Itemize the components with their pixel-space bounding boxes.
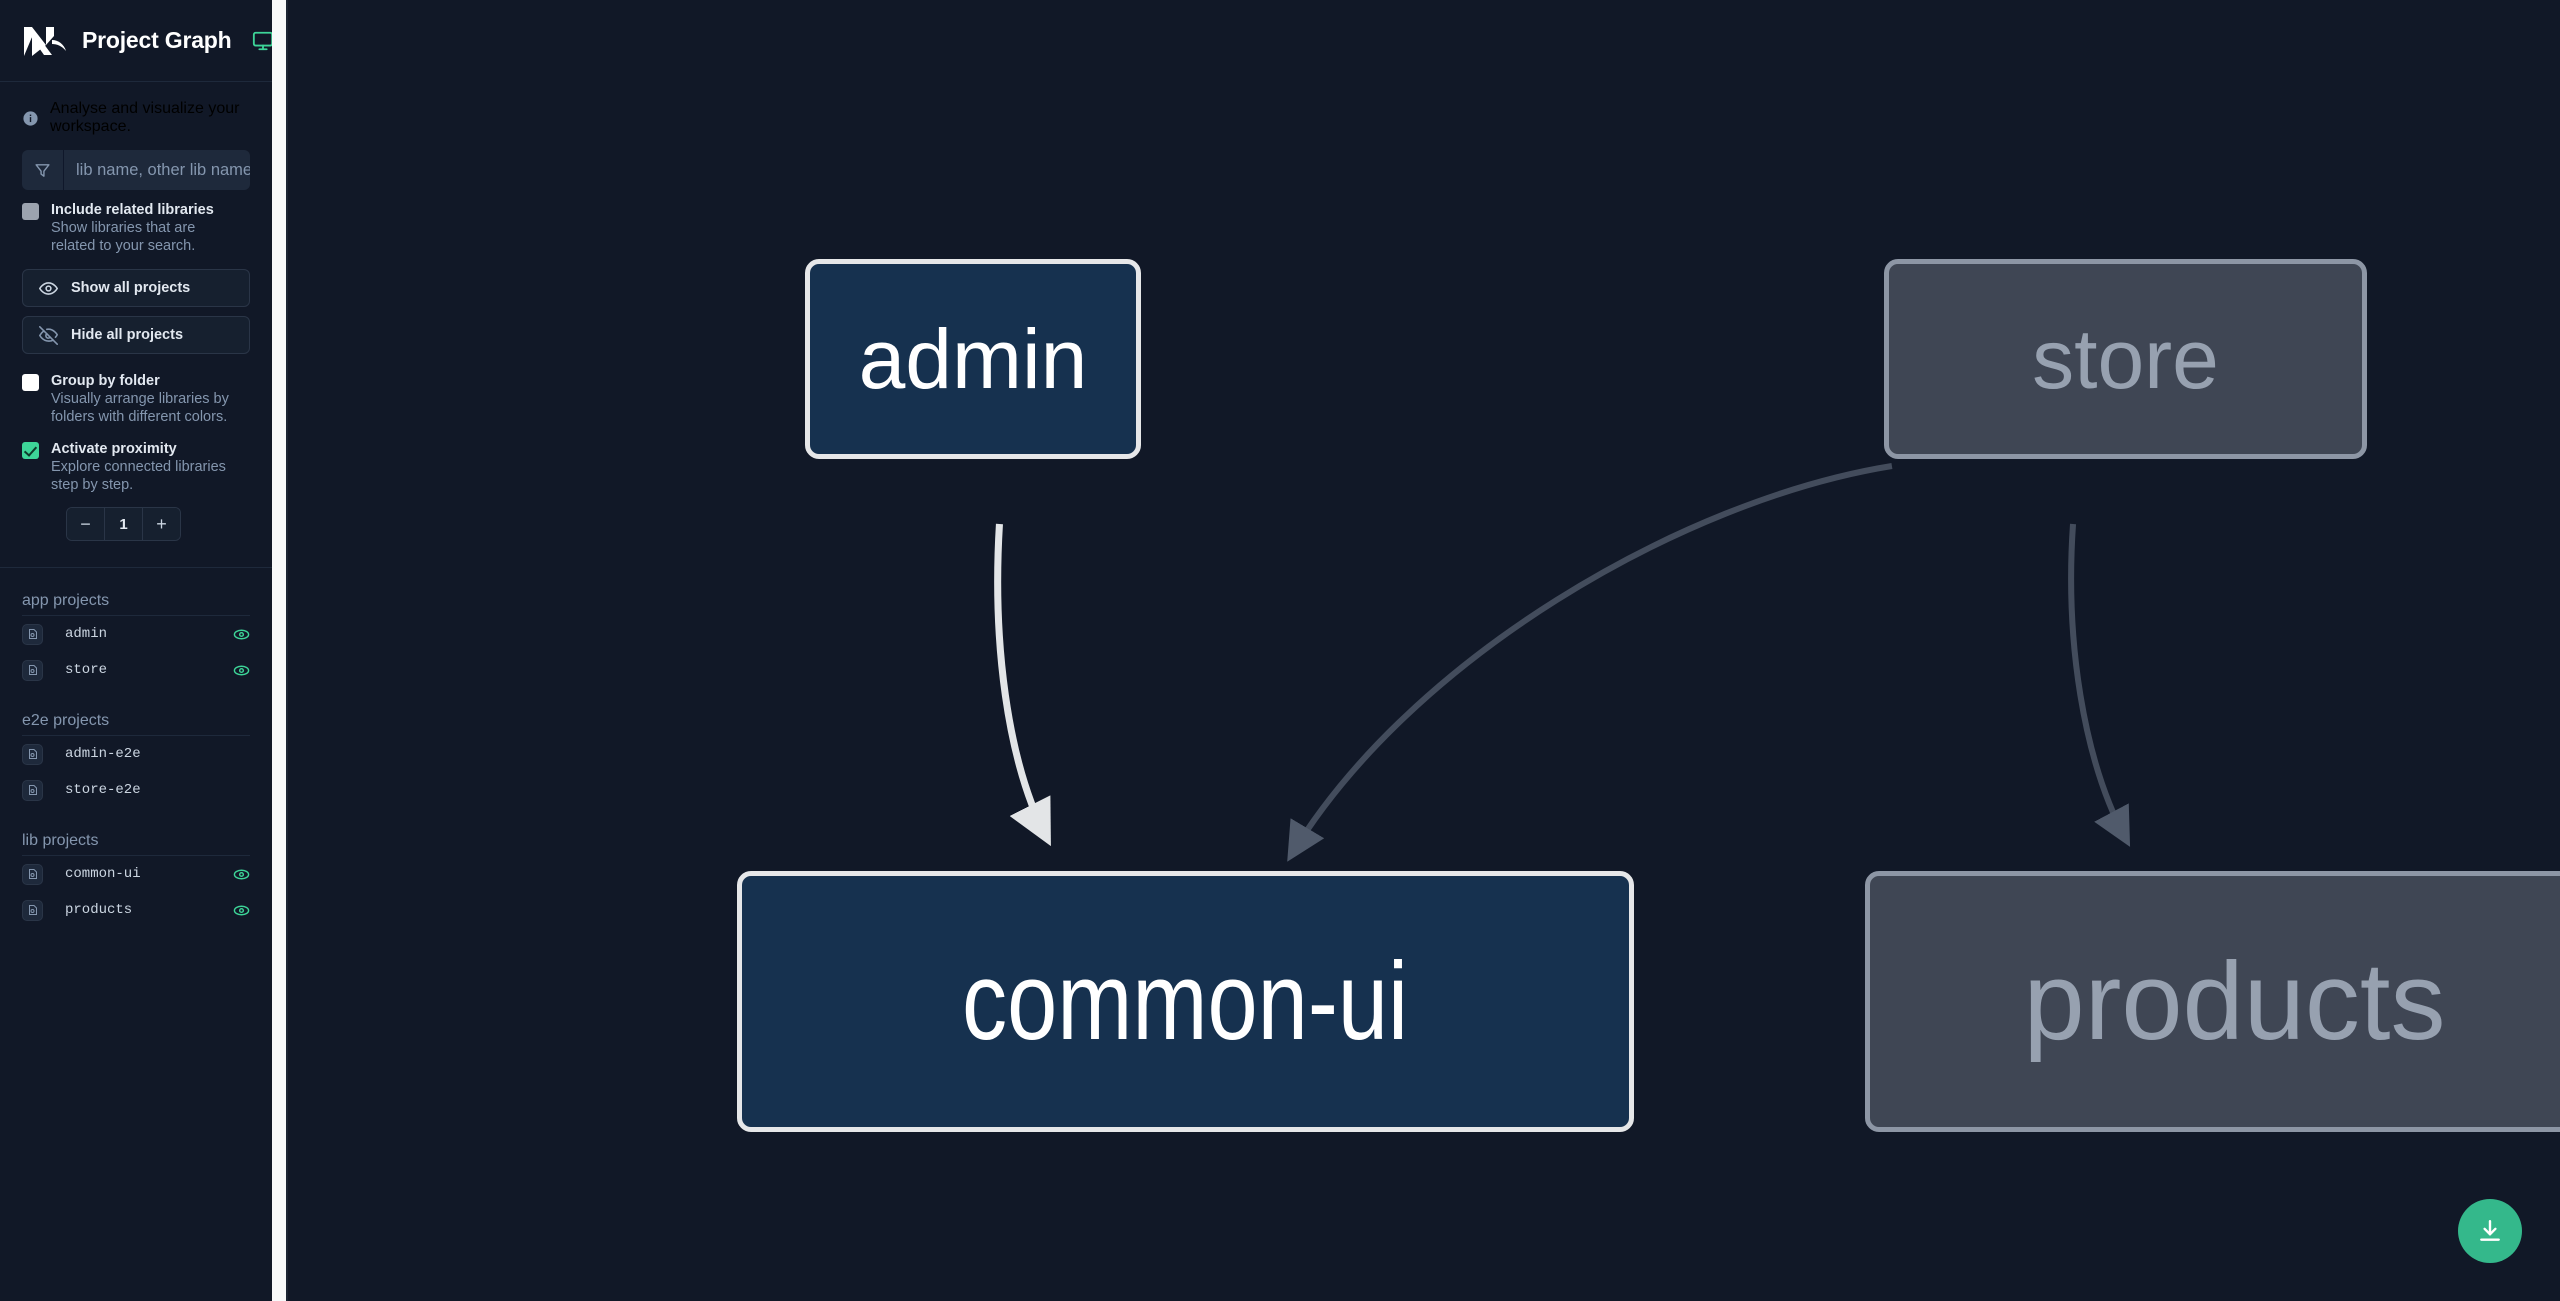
- project-row-common-ui[interactable]: common-ui: [22, 856, 250, 892]
- project-file-icon: [22, 779, 43, 801]
- proximity-stepper[interactable]: − 1 +: [66, 507, 181, 541]
- project-row-admin-e2e[interactable]: admin-e2e: [22, 736, 250, 772]
- show-all-projects-button[interactable]: Show all projects: [22, 269, 250, 307]
- sidebar-divider: [0, 567, 272, 568]
- option-group-by-folder[interactable]: Group by folder Visually arrange librari…: [22, 372, 250, 426]
- show-all-projects-label: Show all projects: [71, 280, 191, 296]
- group-by-folder-description: Visually arrange libraries by folders wi…: [51, 391, 229, 425]
- project-name: store: [65, 662, 108, 678]
- project-group-e2e: e2e projects admin-e2e store-e2e: [0, 688, 272, 808]
- project-name: common-ui: [65, 866, 141, 882]
- project-row-store-e2e[interactable]: store-e2e: [22, 772, 250, 808]
- project-name: admin-e2e: [65, 746, 141, 762]
- graph-node-common-ui[interactable]: common-ui: [737, 871, 1634, 1132]
- project-file-icon: [22, 623, 43, 645]
- search-input[interactable]: [64, 150, 250, 190]
- edge-store-to-products: [2068, 523, 2131, 847]
- download-icon: [2480, 1220, 2500, 1241]
- project-group-title: lib projects: [22, 808, 250, 856]
- project-name: products: [65, 902, 133, 918]
- project-file-icon: [22, 899, 43, 921]
- graph-node-label: products: [2023, 939, 2446, 1063]
- project-visibility-eye-icon[interactable]: [233, 866, 250, 883]
- sidebar: Project Graph Analyse and visualize your…: [0, 0, 272, 1301]
- info-icon: [22, 110, 39, 127]
- project-row-products[interactable]: products: [22, 892, 250, 928]
- graph-edges-layer: [994, 463, 2131, 862]
- include-related-libraries-checkbox[interactable]: [22, 203, 39, 220]
- option-include-related-libraries[interactable]: Include related libraries Show libraries…: [22, 201, 250, 255]
- project-group-title: e2e projects: [22, 688, 250, 736]
- project-name: admin: [65, 626, 108, 642]
- project-file-icon: [22, 743, 43, 765]
- proximity-value: 1: [104, 508, 143, 540]
- graph-canvas[interactable]: admin store common-ui products: [272, 0, 2560, 1301]
- graph-node-label: common-ui: [962, 939, 1409, 1063]
- project-visibility-eye-icon[interactable]: [233, 662, 250, 679]
- project-group-lib: lib projects common-ui products: [0, 808, 272, 928]
- activate-proximity-checkbox[interactable]: [22, 442, 39, 459]
- hide-all-projects-button[interactable]: Hide all projects: [22, 316, 250, 354]
- eye-icon: [39, 281, 58, 295]
- include-related-libraries-label: Include related libraries: [51, 202, 214, 218]
- page-title: Project Graph: [82, 27, 232, 53]
- eye-off-icon: [39, 325, 58, 345]
- graph-node-admin[interactable]: admin: [805, 259, 1141, 459]
- project-group-title: app projects: [22, 568, 250, 616]
- project-group-app: app projects admin store: [0, 568, 272, 688]
- sidebar-header: Project Graph: [0, 0, 272, 82]
- funnel-icon: [22, 150, 64, 190]
- graph-node-label: store: [2032, 312, 2219, 406]
- nx-logo: [22, 22, 68, 60]
- activate-proximity-label: Activate proximity: [51, 441, 177, 457]
- project-visibility-eye-icon[interactable]: [233, 902, 250, 919]
- proximity-increment-button[interactable]: +: [143, 508, 180, 540]
- project-file-icon: [22, 659, 43, 681]
- group-by-folder-checkbox[interactable]: [22, 374, 39, 391]
- edge-store-to-common-ui: [1287, 463, 1893, 862]
- sidebar-scrollbar[interactable]: [272, 0, 286, 1301]
- project-row-store[interactable]: store: [22, 652, 250, 688]
- sidebar-tagline-text: Analyse and visualize your workspace.: [50, 100, 240, 135]
- project-name: store-e2e: [65, 782, 141, 798]
- hide-all-projects-label: Hide all projects: [71, 327, 184, 343]
- group-by-folder-label: Group by folder: [51, 373, 160, 389]
- search-bar[interactable]: [22, 150, 250, 190]
- sidebar-edge-divider: [286, 0, 288, 1301]
- proximity-decrement-button[interactable]: −: [67, 508, 104, 540]
- monitor-icon[interactable]: [252, 30, 272, 52]
- sidebar-controls: Include related libraries Show libraries…: [0, 150, 272, 541]
- download-graph-button[interactable]: [2458, 1199, 2522, 1263]
- graph-node-products[interactable]: products: [1865, 871, 2560, 1132]
- sidebar-tagline: Analyse and visualize your workspace.: [0, 82, 272, 150]
- project-file-icon: [22, 863, 43, 885]
- graph-node-store[interactable]: store: [1884, 259, 2367, 459]
- edge-admin-to-common-ui: [994, 523, 1051, 847]
- include-related-libraries-description: Show libraries that are related to your …: [51, 220, 196, 254]
- project-row-admin[interactable]: admin: [22, 616, 250, 652]
- project-visibility-eye-icon[interactable]: [233, 626, 250, 643]
- option-activate-proximity[interactable]: Activate proximity Explore connected lib…: [22, 440, 250, 494]
- graph-node-label: admin: [858, 312, 1088, 406]
- activate-proximity-description: Explore connected libraries step by step…: [51, 459, 226, 493]
